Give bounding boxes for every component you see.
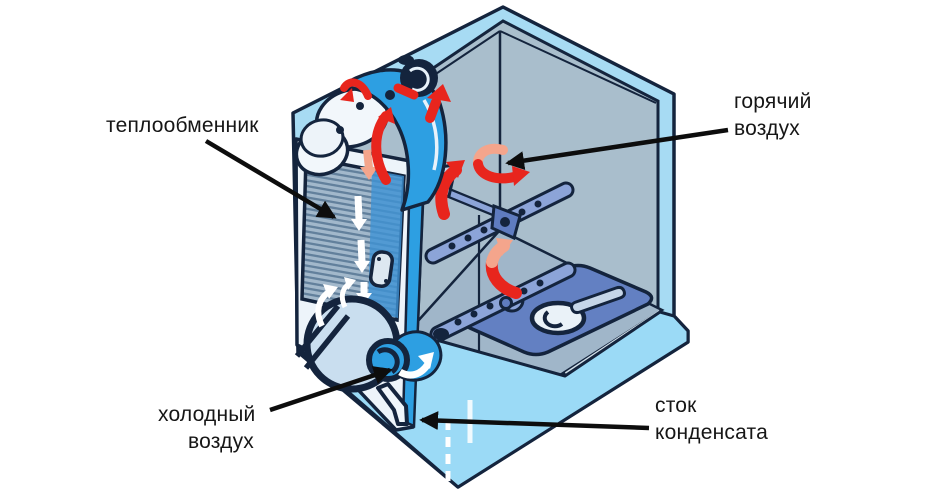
- panel-cutout: [369, 250, 394, 288]
- label-hot-air: горячий воздух: [734, 88, 812, 142]
- label-condensate-drain-line2: конденсата: [655, 421, 769, 444]
- lower-arm-tip-bolt: [433, 328, 449, 340]
- feed-pipe: [446, 190, 501, 216]
- cold-air-arrow: [398, 352, 434, 379]
- nozzle: [520, 287, 528, 295]
- label-condensate-drain: сток конденсата: [655, 392, 768, 446]
- label-hot-air-line2: воздух: [734, 117, 800, 140]
- hot-air-arrowhead: [496, 238, 513, 256]
- lower-spray-arm: [429, 261, 577, 343]
- housing-bolt: [336, 126, 344, 134]
- nozzle: [470, 310, 478, 318]
- nozzle: [480, 226, 488, 234]
- hot-air-arrow-mid-left: [435, 160, 465, 220]
- cutout-bolt: [377, 257, 381, 261]
- hot-air-arrow-into-panel: [360, 149, 378, 180]
- middle-spray-arm: [424, 163, 575, 265]
- heater-tube: [570, 285, 626, 315]
- label-hot-air-line1: горячий: [734, 90, 812, 113]
- hot-air-arrowhead: [512, 166, 530, 186]
- fan-cap: [398, 55, 414, 65]
- nozzle: [464, 234, 472, 242]
- label-cold-air-line1: холодный: [158, 403, 256, 426]
- label-cold-air-line2: воздух: [188, 430, 254, 453]
- middle-arm-hub: [500, 217, 510, 227]
- housing-bolt: [356, 102, 364, 110]
- housing-lobe-small: [299, 118, 345, 158]
- fan-spiral: [400, 59, 438, 97]
- heat-exchanger-panel: [300, 149, 406, 323]
- hot-air-arrowhead: [446, 160, 465, 178]
- hot-air-arrow-fan: [340, 78, 419, 102]
- hot-air-curl-top: [473, 143, 530, 186]
- cutout-bolt: [384, 279, 388, 283]
- fan-spiral-line: [409, 66, 430, 92]
- pump-cap: [529, 300, 587, 336]
- nozzle: [486, 302, 494, 310]
- pump-cap-detail: [542, 310, 564, 329]
- nozzle: [536, 279, 544, 287]
- nozzle: [534, 200, 542, 208]
- nozzle: [518, 208, 526, 216]
- hot-air-arrow-duct: [371, 107, 395, 185]
- leader-cold-air: [269, 366, 393, 413]
- nozzle: [448, 242, 456, 250]
- cold-air-swirl-arrows: [315, 277, 356, 328]
- leader-heat-exchanger: [204, 139, 337, 219]
- label-heat-exchanger: теплообменник: [106, 114, 259, 137]
- label-cold-air: холодный воздух: [158, 401, 256, 455]
- fan-bolt: [385, 90, 395, 100]
- ceiling-right-edge: [499, 30, 657, 104]
- heat-exchanger-blue-band: [368, 170, 404, 318]
- base-highlight-streak: [556, 375, 654, 441]
- leader-condensate-drain: [419, 411, 650, 431]
- duct-highlight-hose: [422, 99, 439, 171]
- lower-arm-hub: [499, 296, 513, 310]
- nozzle: [454, 318, 462, 326]
- top-fan-assembly: [294, 55, 451, 212]
- blower-hub-swirl: [376, 347, 400, 375]
- hot-air-arrow-lower: [485, 238, 522, 299]
- leader-hot-air: [505, 127, 729, 170]
- hot-air-arrow-up-right: [425, 84, 451, 123]
- callout-leaders: [204, 127, 729, 431]
- door-hinge-bars: [294, 304, 351, 370]
- label-condensate-drain-line1: сток: [655, 394, 697, 417]
